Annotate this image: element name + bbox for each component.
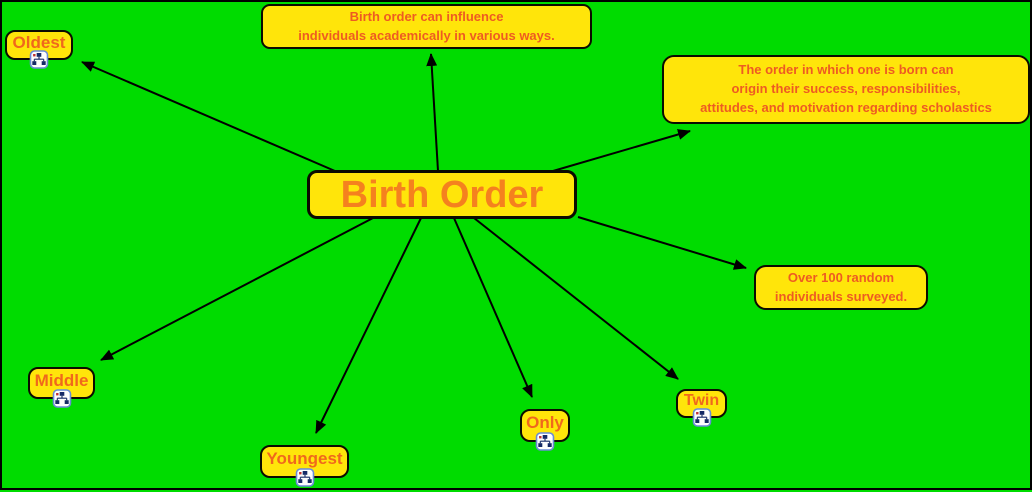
node-twin[interactable]: Twin bbox=[676, 389, 727, 427]
arrow-to-surveyed bbox=[577, 216, 747, 270]
node-youngest-label: Youngest bbox=[266, 449, 343, 468]
node-middle-label: Middle bbox=[34, 370, 89, 390]
node-middle[interactable]: Middle bbox=[28, 367, 95, 408]
arrow-to-only bbox=[453, 217, 533, 398]
note-origin-line-3: attitudes, and motivation regarding scho… bbox=[700, 99, 992, 115]
node-twin-label: Twin bbox=[683, 391, 720, 409]
arrow-to-twin bbox=[473, 217, 679, 380]
note-origin-line-1: The order in which one is born can bbox=[738, 62, 954, 78]
node-only-label: Only bbox=[526, 413, 564, 432]
note-surveyed-line-2: individuals surveyed. bbox=[774, 288, 908, 304]
note-influence-line-1: Birth order can influence bbox=[349, 8, 504, 24]
subdiagram-icon[interactable] bbox=[692, 408, 711, 427]
node-youngest[interactable]: Youngest bbox=[260, 445, 349, 487]
note-surveyed[interactable]: Over 100 random individuals surveyed. bbox=[754, 265, 928, 310]
subdiagram-icon[interactable] bbox=[29, 50, 49, 69]
subdiagram-icon[interactable] bbox=[535, 432, 555, 451]
central-topic-birth-order[interactable]: Birth Order bbox=[307, 170, 577, 219]
note-influence-line-2: individuals academically in various ways… bbox=[298, 27, 555, 43]
subdiagram-icon[interactable] bbox=[52, 389, 71, 408]
arrow-to-influence bbox=[426, 53, 439, 172]
subdiagram-icon[interactable] bbox=[295, 468, 314, 487]
central-topic-label: Birth Order bbox=[340, 173, 544, 216]
arrow-to-middle bbox=[100, 217, 374, 361]
node-oldest[interactable]: Oldest bbox=[5, 30, 73, 69]
node-only[interactable]: Only bbox=[520, 409, 570, 451]
note-origin-line-2: origin their success, responsibilities, bbox=[731, 81, 961, 97]
note-influence[interactable]: Birth order can influence individuals ac… bbox=[261, 4, 592, 49]
note-origin[interactable]: The order in which one is born can origi… bbox=[662, 55, 1030, 124]
arrow-to-origin bbox=[552, 129, 691, 172]
node-oldest-label: Oldest bbox=[12, 32, 66, 52]
arrow-to-youngest bbox=[315, 217, 422, 434]
note-surveyed-line-1: Over 100 random bbox=[787, 269, 895, 285]
arrow-to-oldest bbox=[81, 61, 336, 172]
